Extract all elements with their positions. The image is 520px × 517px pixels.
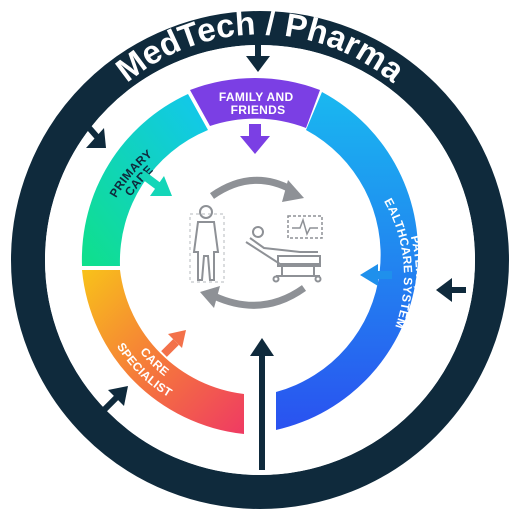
arrow-bottom-left-icon xyxy=(101,386,128,413)
segment-specialist-care xyxy=(82,270,244,434)
arrow-top-icon xyxy=(246,30,270,72)
outer-arrows xyxy=(81,30,466,470)
patient-in-bed-icon xyxy=(245,226,322,283)
arrow-top-left-icon xyxy=(81,120,106,148)
cycle-arrow-bottom-icon xyxy=(200,285,307,309)
arrow-right-icon xyxy=(436,278,466,302)
person-frame xyxy=(189,213,225,283)
segment-family-and-friends xyxy=(190,77,320,128)
family-arrow-icon xyxy=(240,124,270,154)
payers-arrow-icon xyxy=(360,264,392,286)
arrow-bottom-center-icon xyxy=(250,338,274,470)
cycle-arrow-top-icon xyxy=(209,176,304,202)
primary-arrow-icon xyxy=(139,170,172,196)
center-cycle xyxy=(189,176,323,309)
outer-ring xyxy=(11,11,509,509)
person-standing-icon xyxy=(192,205,220,281)
specialist-arrow-icon xyxy=(161,330,186,357)
ecg-monitor-icon xyxy=(287,215,323,239)
segment-family-label: FAMILY AND FRIENDS xyxy=(219,90,297,117)
segment-payers-healthcare-systems xyxy=(276,92,419,430)
